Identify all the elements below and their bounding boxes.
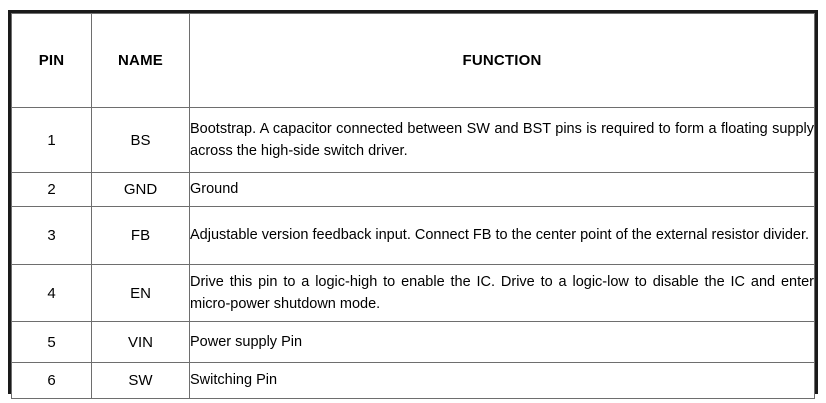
table-row: 2 GND Ground: [11, 172, 815, 207]
cell-function-3: Adjustable version feedback input. Conne…: [189, 206, 815, 265]
table-row: 5 VIN Power supply Pin: [11, 321, 815, 363]
cell-pin-4: 4: [11, 264, 92, 322]
table-header-row: PIN NAME FUNCTION: [11, 13, 815, 108]
table-header: PIN NAME FUNCTION: [11, 13, 815, 108]
table-row: 4 EN Drive this pin to a logic-high to e…: [11, 264, 815, 322]
cell-name-3: FB: [91, 206, 190, 265]
cell-pin-3: 3: [11, 206, 92, 265]
cell-pin-1: 1: [11, 107, 92, 173]
cell-name-6: SW: [91, 362, 190, 399]
cell-function-text-6: Switching Pin: [190, 372, 278, 389]
cell-function-text-5: Power supply Pin: [190, 333, 303, 350]
cell-function-5: Power supply Pin: [189, 321, 815, 363]
cell-pin-2: 2: [11, 172, 92, 207]
cell-function-text-1: Bootstrap. A capacitor connected between…: [190, 120, 814, 159]
cell-function-text-2: Ground: [190, 181, 239, 198]
table-row: 3 FB Adjustable version feedback input. …: [11, 206, 815, 265]
pin-function-table-container: PIN NAME FUNCTION 1 BS Bootstrap. A capa…: [8, 10, 818, 399]
cell-name-5: VIN: [91, 321, 190, 363]
table-body: 1 BS Bootstrap. A capacitor connected be…: [11, 107, 815, 399]
cell-pin-5: 5: [11, 321, 92, 363]
cell-function-6: Switching Pin: [189, 362, 815, 399]
column-header-name: NAME: [91, 13, 190, 108]
cell-function-text-3: Adjustable version feedback input. Conne…: [190, 227, 810, 244]
table-row: 1 BS Bootstrap. A capacitor connected be…: [11, 107, 815, 173]
column-header-pin: PIN: [11, 13, 92, 108]
table-row: 6 SW Switching Pin: [11, 362, 815, 399]
cell-name-4: EN: [91, 264, 190, 322]
cell-function-2: Ground: [189, 172, 815, 207]
pin-function-table: PIN NAME FUNCTION 1 BS Bootstrap. A capa…: [11, 13, 815, 399]
cell-name-2: GND: [91, 172, 190, 207]
cell-name-1: BS: [91, 107, 190, 173]
cell-pin-6: 6: [11, 362, 92, 399]
cell-function-4: Drive this pin to a logic-high to enable…: [189, 264, 815, 322]
cell-function-text-4: Drive this pin to a logic-high to enable…: [190, 273, 814, 312]
cell-function-1: Bootstrap. A capacitor connected between…: [189, 107, 815, 173]
column-header-function: FUNCTION: [189, 13, 815, 108]
